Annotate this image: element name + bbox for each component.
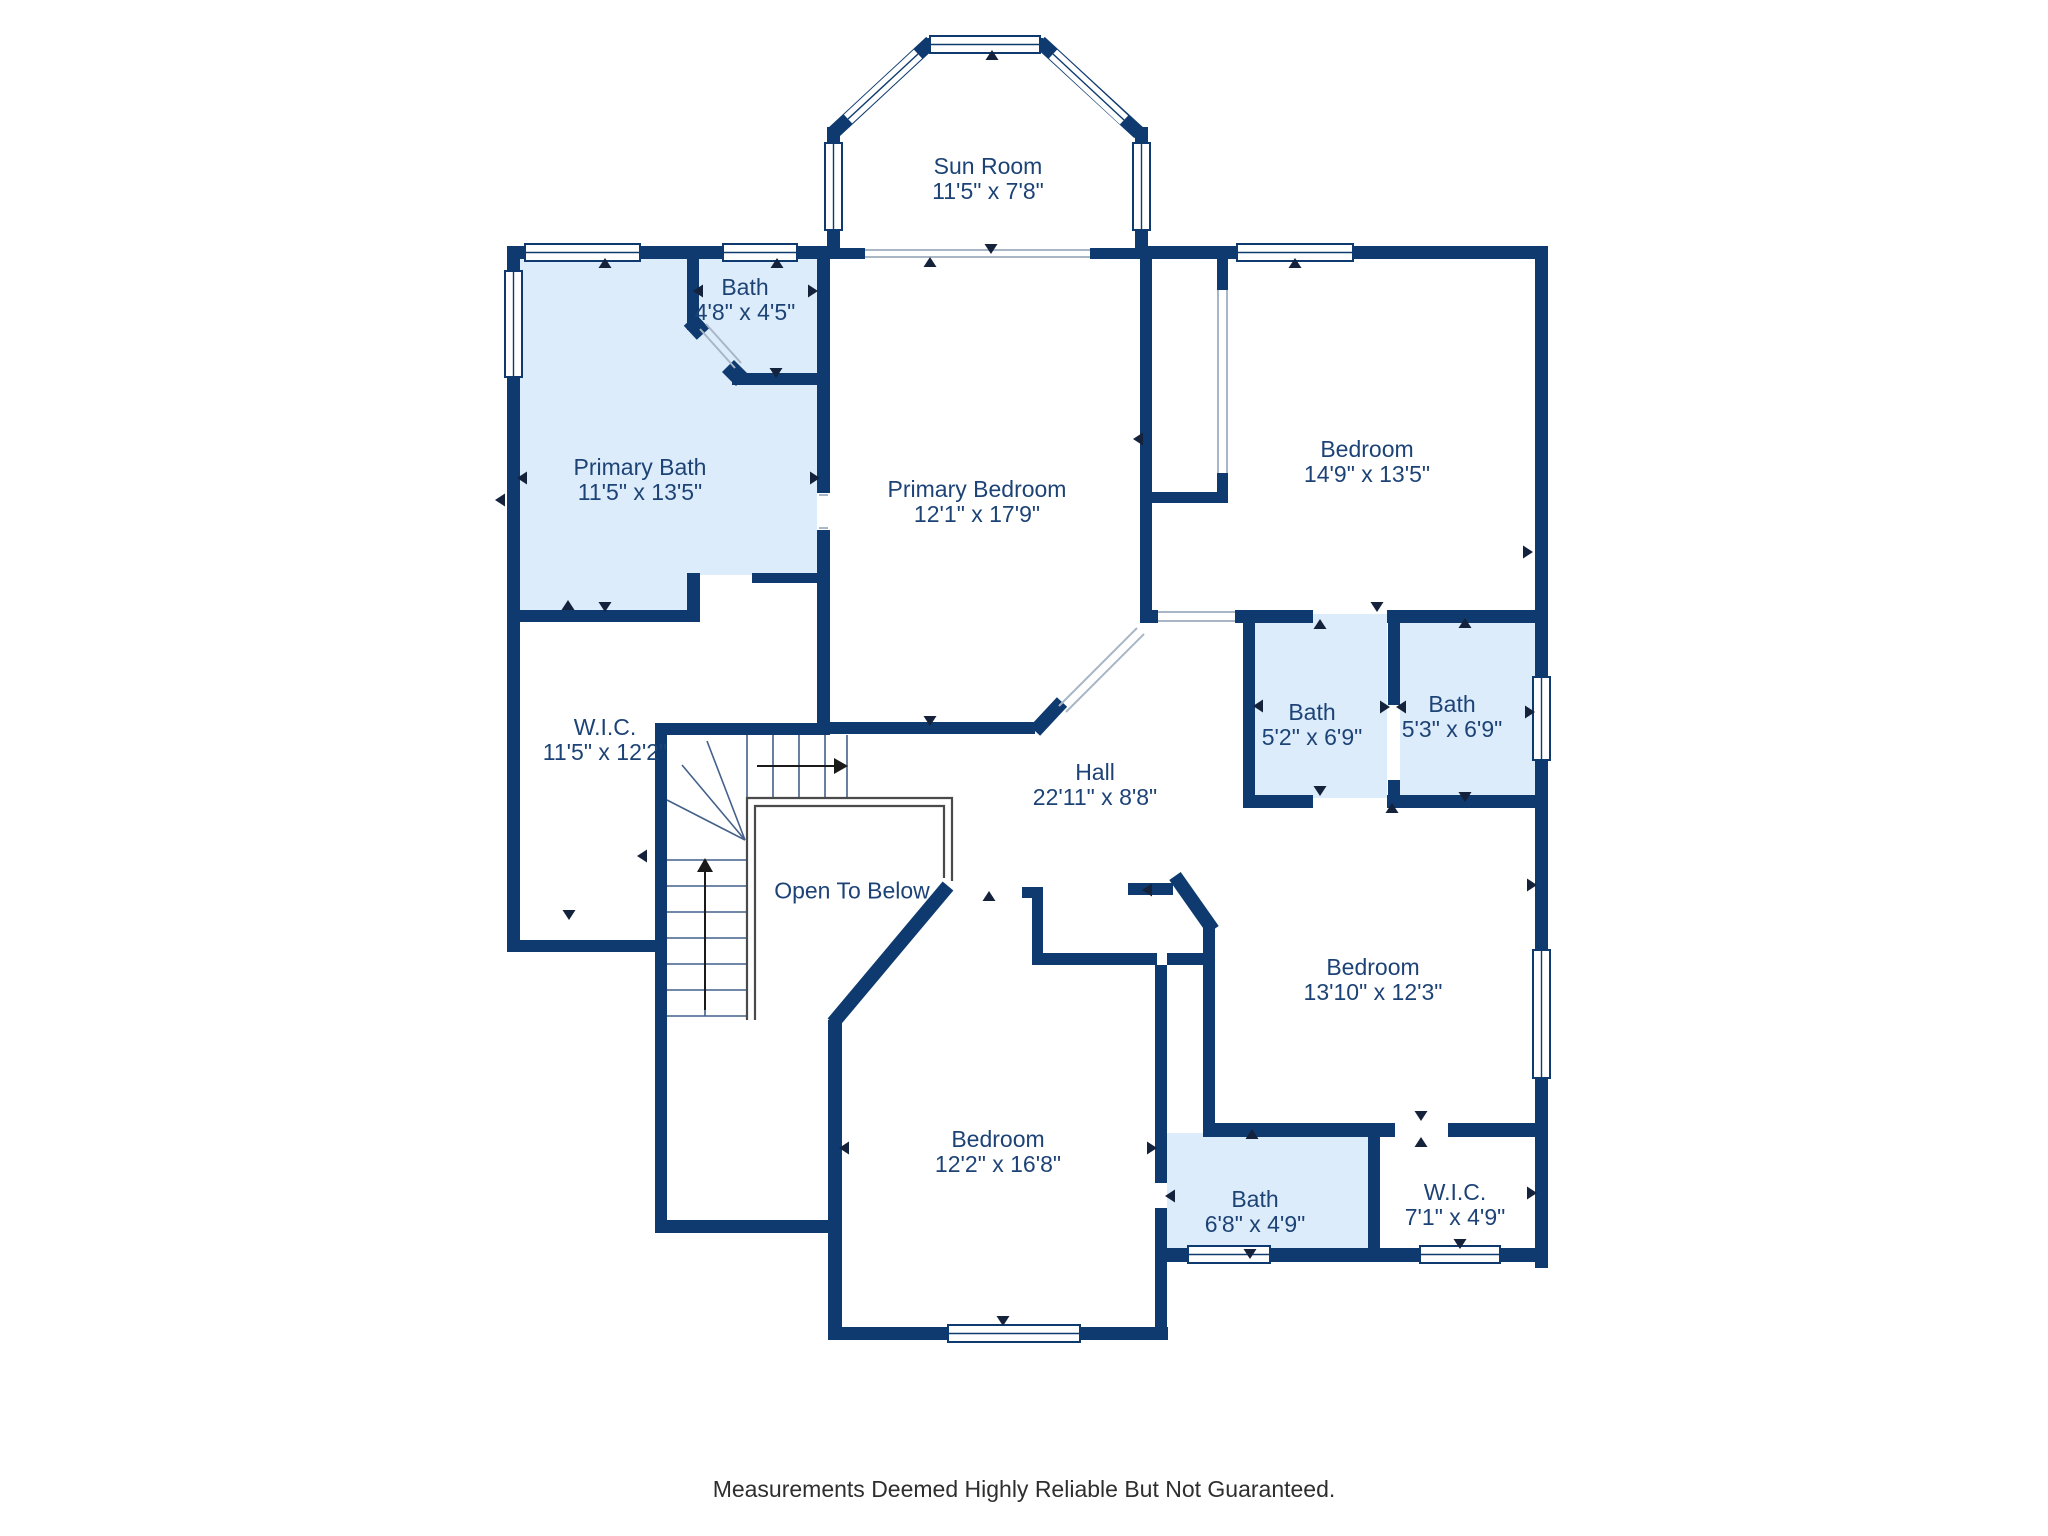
open-to-below-outline (745, 796, 954, 1020)
disclaimer-text: Measurements Deemed Highly Reliable But … (712, 1476, 1336, 1502)
room-label-wic-left: W.I.C.11'5" x 12'2" (542, 714, 668, 765)
sunroom-diagonal-windows (843, 49, 1129, 125)
bath-room-fills (520, 258, 1535, 1258)
staircase (666, 735, 848, 1017)
windows (504, 35, 1551, 1343)
wall-openings (699, 249, 1235, 713)
room-label-wic-s: W.I.C.7'1" x 4'9" (1404, 1179, 1506, 1230)
stair-direction-arrows (697, 758, 848, 1010)
room-label-open-to-below: Open To Below (774, 877, 930, 904)
